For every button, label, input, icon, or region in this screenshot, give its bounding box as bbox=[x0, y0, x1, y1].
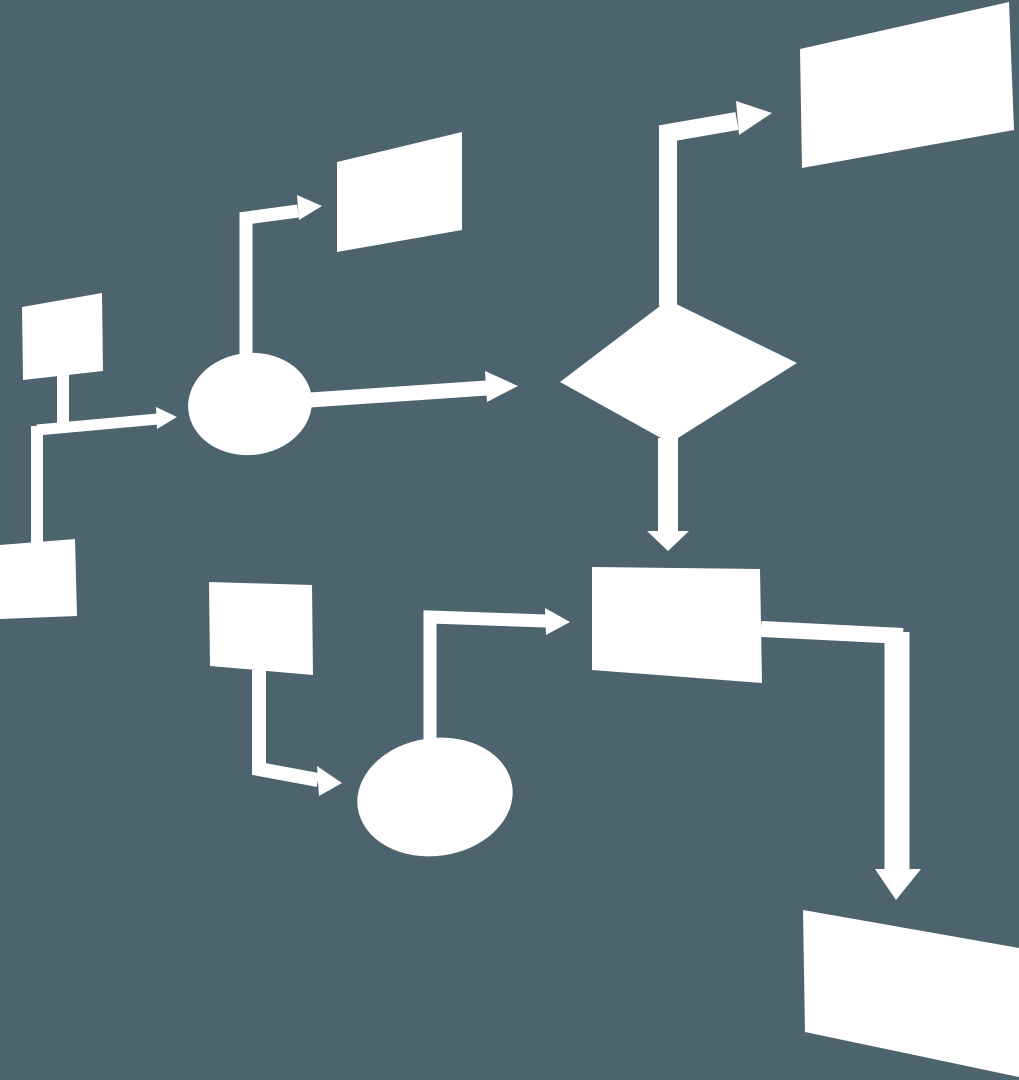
arrowhead-into-topright-box bbox=[736, 101, 772, 135]
start-ellipse bbox=[188, 352, 312, 456]
arrowhead-into-diamond bbox=[485, 371, 518, 402]
decision-diamond bbox=[560, 300, 797, 443]
arrowhead-into-bottomright-box bbox=[875, 869, 921, 900]
process-box-top-middle bbox=[337, 132, 462, 252]
process-box-top-right bbox=[800, 2, 1014, 168]
process-box-center-right bbox=[592, 567, 762, 683]
connector-elbow-to-start-ellipse bbox=[36, 413, 159, 436]
process-box-top-left bbox=[22, 293, 103, 380]
connector-centerright-out bbox=[760, 621, 904, 644]
process-box-bottom-right bbox=[803, 910, 1019, 1077]
arrowhead-into-start-ellipse bbox=[156, 407, 177, 429]
terminal-ellipse bbox=[357, 737, 513, 857]
arrowhead-into-topmiddle-box bbox=[297, 195, 322, 220]
process-box-middle bbox=[209, 582, 313, 675]
arrowhead-into-centerright-top bbox=[647, 531, 689, 551]
arrowhead-into-terminal-ellipse bbox=[317, 766, 342, 796]
arrowhead-into-centerright-left bbox=[545, 608, 570, 635]
connector-start-to-topmiddle bbox=[239, 204, 299, 360]
connector-terminal-to-centerright bbox=[423, 610, 547, 748]
connector-start-to-diamond bbox=[309, 380, 488, 408]
connector-diamond-to-topright bbox=[659, 112, 739, 306]
process-box-bottom-left bbox=[0, 539, 77, 619]
connector-middle-to-terminal bbox=[252, 670, 320, 787]
